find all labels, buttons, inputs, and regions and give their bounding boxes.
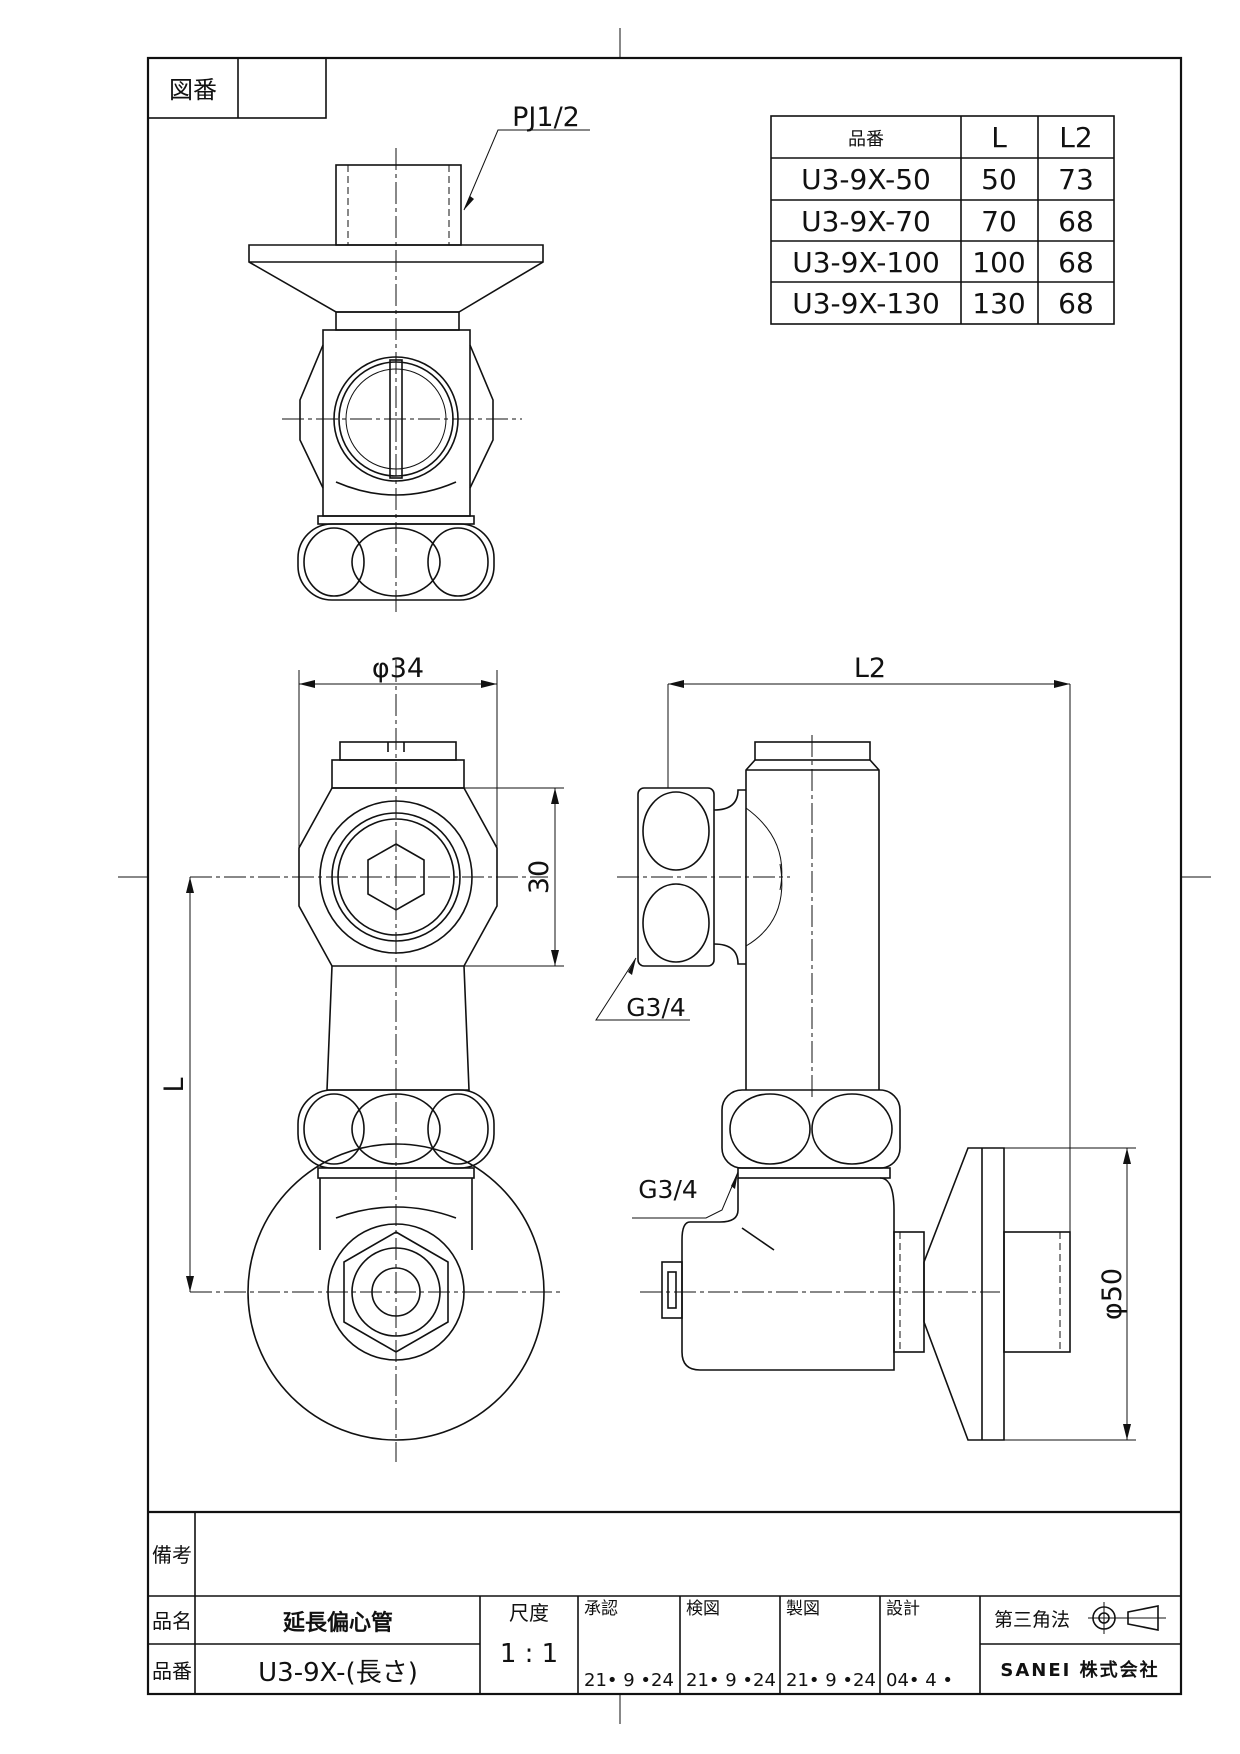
product-name: 延長偏心管 <box>282 1610 393 1636</box>
name-label: 品名 <box>152 1609 192 1633</box>
callout-g34-lower: G3/4 <box>638 1175 698 1204</box>
remarks-label: 備考 <box>152 1543 192 1567</box>
dim-l2: L2 <box>854 653 886 684</box>
company-name: SANEI 株式会社 <box>1000 1659 1159 1681</box>
spec-cell: 50 <box>981 163 1017 196</box>
spec-cell: U3-9X-130 <box>792 287 940 320</box>
spec-cell: 130 <box>972 287 1025 320</box>
spec-table: 品番 L L2 U3-9X-50 50 73 U3-9X-70 70 68 U3… <box>770 115 1115 325</box>
spec-cell: 68 <box>1058 205 1094 238</box>
spec-header-l2: L2 <box>1059 121 1092 154</box>
spec-cell: 73 <box>1058 163 1094 196</box>
check-label: 検図 <box>686 1599 720 1619</box>
dim-dia-50: φ50 <box>1097 1268 1128 1320</box>
spec-header-l: L <box>991 121 1007 154</box>
draft-date: 21• 9 •24 <box>786 1670 876 1691</box>
drawing-border <box>146 56 1183 1696</box>
check-date: 21• 9 •24 <box>686 1670 776 1691</box>
approval-date: 21• 9 •24 <box>584 1670 674 1691</box>
projection-label: 第三角法 <box>994 1609 1070 1631</box>
dim-dia-34: φ34 <box>372 653 424 684</box>
spec-cell: 68 <box>1058 246 1094 279</box>
drawing-number-box: 図番 <box>147 57 327 119</box>
scale-label: 尺度 <box>509 1601 549 1625</box>
dim-30: 30 <box>524 860 555 894</box>
spec-cell: U3-9X-50 <box>801 163 931 196</box>
callout-g34-side: G3/4 <box>626 993 686 1022</box>
spec-cell: U3-9X-70 <box>801 205 931 238</box>
side-view: L2 φ50 G3/4 G3/4 <box>595 653 1136 1441</box>
drawing-number-label: 図番 <box>169 76 217 104</box>
spec-header-part: 品番 <box>848 129 884 150</box>
product-number: U3-9X-(長さ) <box>258 1658 418 1688</box>
design-date: 04• 4 • <box>886 1670 953 1691</box>
spec-cell: 70 <box>981 205 1017 238</box>
third-angle-projection-icon <box>1088 1602 1166 1634</box>
front-view: φ34 30 L <box>159 653 564 1462</box>
draft-label: 製図 <box>786 1599 820 1619</box>
title-block: 備考 品名 延長偏心管 品番 U3-9X-(長さ) 尺度 1 : 1 承認 21… <box>148 1510 1181 1694</box>
scale-value: 1 : 1 <box>500 1639 558 1669</box>
spec-cell: U3-9X-100 <box>792 246 940 279</box>
callout-pj12: PJ1/2 <box>512 102 580 133</box>
spec-cell: 68 <box>1058 287 1094 320</box>
number-label: 品番 <box>152 1659 192 1683</box>
top-view: PJ1/2 <box>248 102 590 612</box>
design-label: 設計 <box>886 1599 920 1619</box>
approval-label: 承認 <box>584 1599 618 1619</box>
dim-l: L <box>159 1077 190 1092</box>
spec-cell: 100 <box>972 246 1025 279</box>
